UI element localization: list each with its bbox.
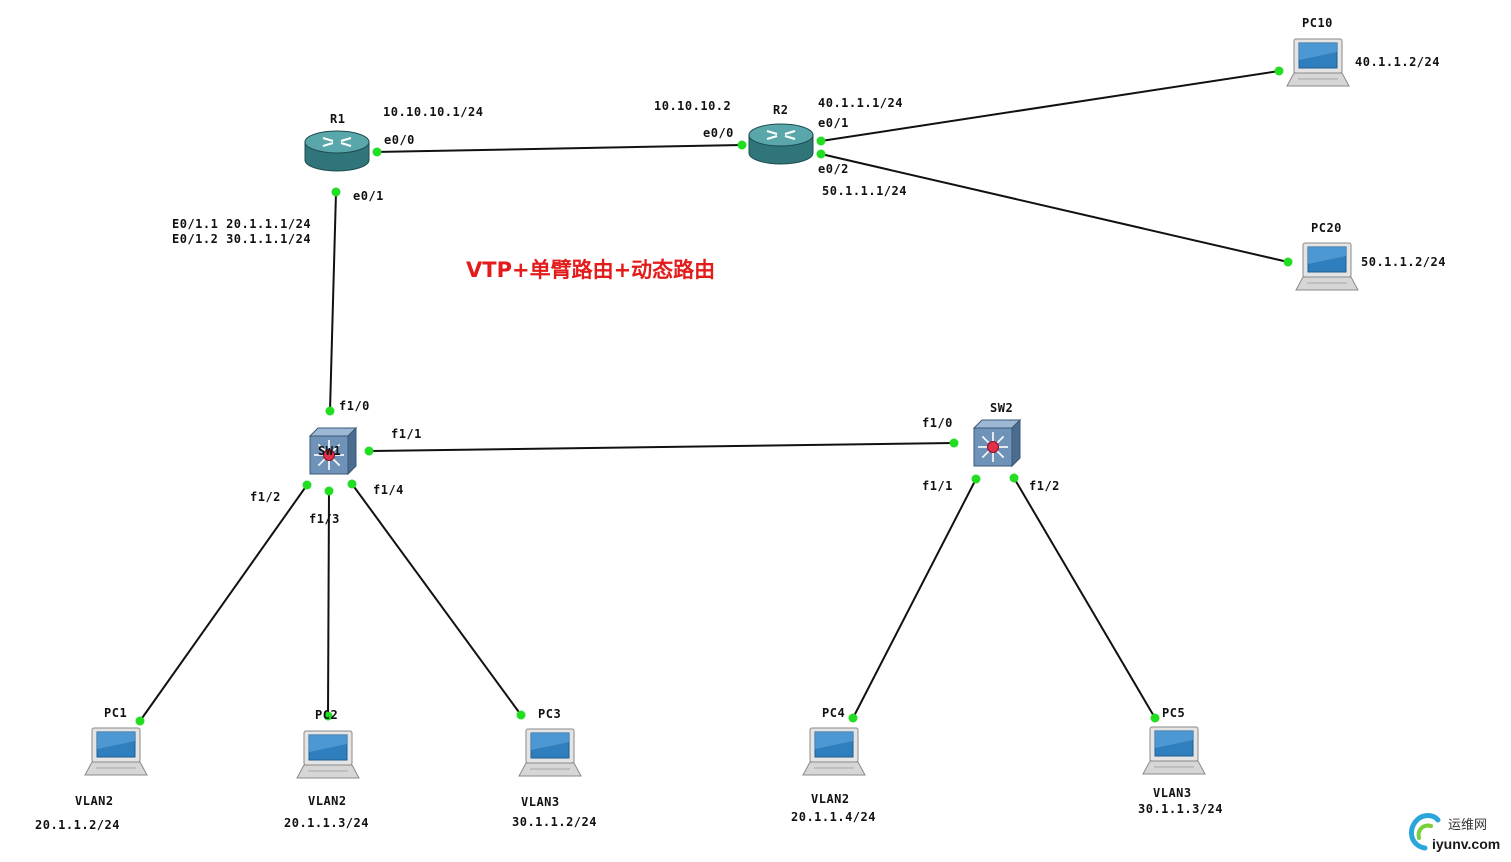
- link-sw1-sw2: [368, 442, 955, 452]
- link-sw2-pc5: [1013, 477, 1156, 719]
- device-label-pc5: PC5: [1162, 706, 1186, 720]
- link-r2-pc20: [820, 153, 1289, 263]
- port-dot-sw1-pc3-b: [516, 710, 526, 720]
- device-label-pc10: PC10: [1302, 16, 1333, 30]
- r2-e01-label: e0/1: [818, 116, 849, 130]
- port-dot-r1-r2-a: [372, 147, 382, 157]
- devices-layer: [84, 38, 1359, 779]
- router-r1-icon[interactable]: [304, 130, 370, 172]
- port-dots-layer: [135, 66, 1293, 726]
- pc2-ip-label: 20.1.1.3/24: [284, 816, 369, 830]
- pc1-vlan-label: VLAN2: [75, 794, 114, 808]
- r1-e00-label: e0/0: [384, 133, 415, 147]
- device-label-r1: R1: [330, 112, 346, 126]
- r2-e01-ip-label: 40.1.1.1/24: [818, 96, 903, 110]
- sw2-f10-label: f1/0: [922, 416, 953, 430]
- sw1-f12-label: f1/2: [250, 490, 281, 504]
- r1-e01-label: e0/1: [353, 189, 384, 203]
- device-label-r2: R2: [773, 103, 789, 117]
- link-r2-pc10: [820, 70, 1280, 142]
- watermark-logo-icon: [1408, 813, 1441, 851]
- link-sw1-pc1: [139, 484, 308, 722]
- sw1-f14-label: f1/4: [373, 483, 404, 497]
- pc5-vlan-label: VLAN3: [1153, 786, 1192, 800]
- port-dot-r1-sw1-b: [325, 406, 335, 416]
- port-dot-sw1-pc1-a: [302, 480, 312, 490]
- device-label-sw2: SW2: [990, 401, 1014, 415]
- sw1-f10-label: f1/0: [339, 399, 370, 413]
- port-dot-r2-pc20-a: [816, 149, 826, 159]
- pc-pc20-icon[interactable]: [1295, 242, 1359, 291]
- pc4-vlan-label: VLAN2: [811, 792, 850, 806]
- pc-pc1-icon[interactable]: [84, 727, 148, 776]
- pc4-ip-label: 20.1.1.4/24: [791, 810, 876, 824]
- port-dot-r1-r2-b: [737, 140, 747, 150]
- port-dot-sw1-pc2-a: [324, 486, 334, 496]
- link-sw1-pc3: [351, 483, 522, 716]
- pc2-vlan-label: VLAN2: [308, 794, 347, 808]
- r1-ip-label: 10.10.10.1/24: [383, 105, 484, 119]
- pc3-ip-label: 30.1.1.2/24: [512, 815, 597, 829]
- sw2-f11-label: f1/1: [922, 479, 953, 493]
- pc-pc3-icon[interactable]: [518, 728, 582, 777]
- r2-e00-label: e0/0: [703, 126, 734, 140]
- diagram-title: VTP+单臂路由+动态路由: [466, 258, 716, 282]
- port-dot-sw1-pc1-b: [135, 716, 145, 726]
- router-r2-icon[interactable]: [748, 123, 814, 165]
- watermark-en: iyunv.com: [1432, 836, 1501, 852]
- links-layer: [139, 70, 1289, 722]
- port-dot-r2-pc10-a: [816, 136, 826, 146]
- switch-sw2-icon[interactable]: [972, 418, 1022, 468]
- pc-pc5-icon[interactable]: [1142, 726, 1206, 775]
- sw2-f12-label: f1/2: [1029, 479, 1060, 493]
- port-dot-sw2-pc5-a: [1009, 473, 1019, 483]
- sw1-f11-label: f1/1: [391, 427, 422, 441]
- pc3-vlan-label: VLAN3: [521, 795, 560, 809]
- device-label-pc20: PC20: [1311, 221, 1342, 235]
- device-label-pc2: PC2: [315, 708, 339, 722]
- switch-sw1-icon[interactable]: [308, 426, 358, 476]
- pc1-ip-label: 20.1.1.2/24: [35, 818, 120, 832]
- link-r1-sw1: [329, 191, 337, 412]
- port-dot-sw2-pc4-a: [971, 474, 981, 484]
- device-label-pc4: PC4: [822, 706, 846, 720]
- port-dot-sw2-pc5-b: [1150, 713, 1160, 723]
- r1-subif2-label: E0/1.2 30.1.1.1/24: [172, 232, 312, 246]
- port-dot-r1-sw1-a: [331, 187, 341, 197]
- device-label-pc1: PC1: [104, 706, 128, 720]
- port-dot-sw1-pc2-b: [323, 711, 333, 721]
- r2-ip-label: 10.10.10.2: [654, 99, 732, 113]
- port-dot-r2-pc10-b: [1274, 66, 1284, 76]
- watermark-cn: 运维网: [1448, 818, 1488, 833]
- pc10-ip-label: 40.1.1.2/24: [1355, 55, 1440, 69]
- r2-e02-label: e0/2: [818, 162, 849, 176]
- r1-subif1-label: E0/1.1 20.1.1.1/24: [172, 217, 312, 231]
- link-r1-r2: [376, 144, 743, 153]
- r2-e02-ip-label: 50.1.1.1/24: [822, 184, 907, 198]
- link-sw1-pc2: [327, 490, 330, 717]
- pc-pc4-icon[interactable]: [802, 727, 866, 776]
- link-sw2-pc4: [852, 478, 977, 719]
- port-dot-sw2-pc4-b: [848, 713, 858, 723]
- port-dot-sw1-sw2-a: [364, 446, 374, 456]
- device-label-pc3: PC3: [538, 707, 562, 721]
- pc20-ip-label: 50.1.1.2/24: [1361, 255, 1446, 269]
- port-dot-sw1-sw2-b: [949, 438, 959, 448]
- port-dot-r2-pc20-b: [1283, 257, 1293, 267]
- port-dot-sw1-pc3-a: [347, 479, 357, 489]
- device-label-sw1: SW1: [318, 444, 342, 458]
- pc-pc2-icon[interactable]: [296, 730, 360, 779]
- pc-pc10-icon[interactable]: [1286, 38, 1350, 87]
- sw1-f13-label: f1/3: [309, 512, 340, 526]
- pc5-ip-label: 30.1.1.3/24: [1138, 802, 1223, 816]
